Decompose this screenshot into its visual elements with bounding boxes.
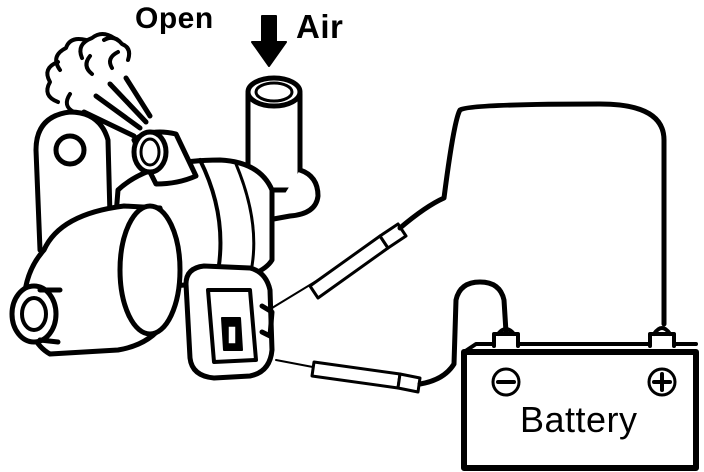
open-label: Open	[135, 2, 214, 35]
negative-test-probe	[275, 279, 509, 394]
positive-test-probe	[271, 101, 667, 327]
air-puffs-icon	[45, 32, 153, 139]
idle-air-valve	[9, 75, 321, 357]
positive-terminal-icon	[647, 367, 677, 397]
negative-terminal-icon	[491, 367, 521, 397]
valve-connector	[183, 263, 275, 381]
battery-label: Battery	[520, 399, 638, 440]
air-arrow-icon	[251, 15, 287, 67]
air-label: Air	[296, 8, 344, 45]
battery	[461, 326, 699, 471]
